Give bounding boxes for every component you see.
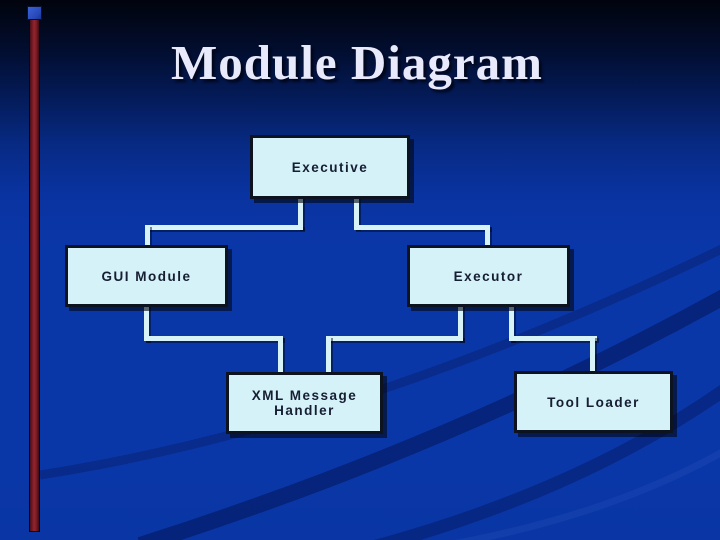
- connector-segment: [145, 225, 150, 247]
- node-label: XML Message Handler: [251, 388, 358, 418]
- slide-title: Module Diagram: [171, 35, 543, 90]
- node-executor: Executor: [407, 245, 570, 307]
- connector-segment: [144, 336, 283, 341]
- connector-segment: [144, 304, 149, 341]
- connector-segment: [458, 305, 463, 341]
- node-xml-message-handler: XML Message Handler: [226, 372, 383, 434]
- connector-segment: [590, 336, 595, 373]
- node-label: Executor: [453, 268, 524, 284]
- left-tie-square-decoration: [27, 6, 42, 20]
- node-gui-module: GUI Module: [65, 245, 228, 307]
- node-label: Executive: [291, 159, 369, 175]
- connector-segment: [145, 225, 303, 230]
- connector-segment: [278, 336, 283, 374]
- connector-segment: [354, 225, 490, 230]
- connector-segment: [326, 336, 331, 374]
- connector-segment: [354, 197, 359, 229]
- connector-segment: [485, 225, 490, 247]
- connector-segment: [298, 197, 303, 229]
- node-label: GUI Module: [101, 268, 192, 284]
- connector-segment: [509, 336, 597, 341]
- connector-segment: [509, 305, 514, 341]
- node-label: Tool Loader: [547, 394, 640, 410]
- connector-segment: [326, 336, 463, 341]
- node-executive: Executive: [250, 135, 410, 199]
- node-tool-loader: Tool Loader: [514, 371, 673, 433]
